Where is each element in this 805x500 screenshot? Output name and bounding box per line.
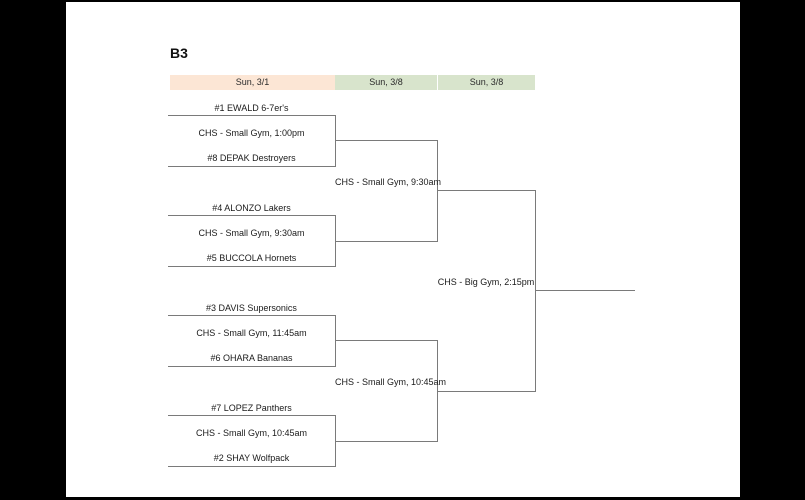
team-name: #8 DEPAK Destroyers xyxy=(207,153,296,163)
game-location-time: CHS - Small Gym, 10:45am xyxy=(335,377,447,387)
letterbox-right xyxy=(740,0,805,500)
matchup-3-box xyxy=(168,315,336,367)
letterbox-bottom xyxy=(0,497,805,500)
bracket-title: B3 xyxy=(170,45,188,61)
game-location-time: CHS - Small Gym, 1:00pm xyxy=(198,128,305,138)
game-location-time: CHS - Small Gym, 9:30am xyxy=(335,177,442,187)
team-name: #5 BUCCOLA Hornets xyxy=(206,253,297,263)
team-name: #7 LOPEZ Panthers xyxy=(211,403,292,413)
game-location-time: CHS - Small Gym, 10:45am xyxy=(195,428,308,438)
game-location-time: CHS - Small Gym, 11:45am xyxy=(196,328,307,338)
letterbox-left xyxy=(0,0,66,500)
letterbox-top xyxy=(0,0,805,2)
schedule-header-final: Sun, 3/8 xyxy=(438,75,535,90)
team-name: #2 SHAY Wolfpack xyxy=(213,453,290,463)
winner-line xyxy=(535,290,635,291)
final-box xyxy=(437,190,536,392)
team-name: #4 ALONZO Lakers xyxy=(212,203,291,213)
team-name: #6 OHARA Bananas xyxy=(210,353,293,363)
game-location-time: CHS - Big Gym, 2:15pm xyxy=(437,277,535,287)
game-location-time: CHS - Small Gym, 9:30am xyxy=(198,228,305,238)
semifinal-2-box xyxy=(335,340,438,442)
semifinal-1-box xyxy=(335,140,438,242)
matchup-1-box xyxy=(168,115,336,167)
team-name: #3 DAVIS Supersonics xyxy=(206,303,297,313)
team-name: #1 EWALD 6-7er's xyxy=(214,103,289,113)
schedule-header-round1: Sun, 3/1 xyxy=(170,75,335,90)
schedule-header-round2: Sun, 3/8 xyxy=(335,75,437,90)
